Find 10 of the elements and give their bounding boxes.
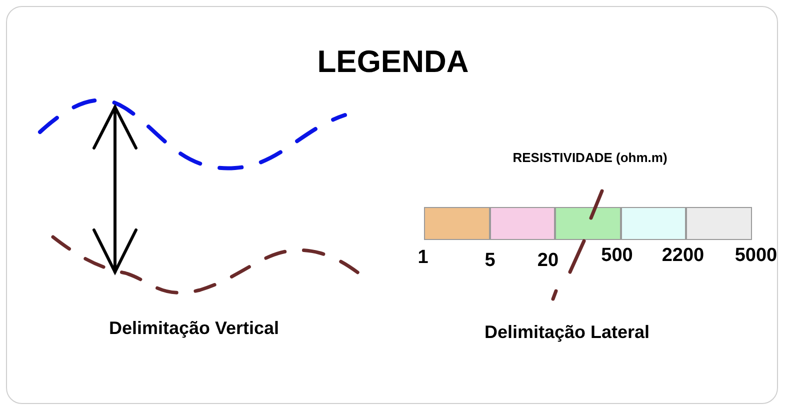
tick-label: 5 [484, 250, 496, 272]
caption: Delimitação Lateral [484, 322, 650, 343]
chart-title: RESISTIVIDADE (ohm.m) [512, 150, 668, 165]
tick-label: 20 [537, 250, 559, 272]
tick-label: 2200 [662, 245, 704, 267]
title: LEGENDA [316, 44, 470, 80]
caption: Delimitação Vertical [108, 318, 280, 339]
tick-label: 5000 [734, 245, 778, 267]
tick-label: 500 [601, 245, 633, 267]
tick-label: 1 [418, 247, 428, 269]
